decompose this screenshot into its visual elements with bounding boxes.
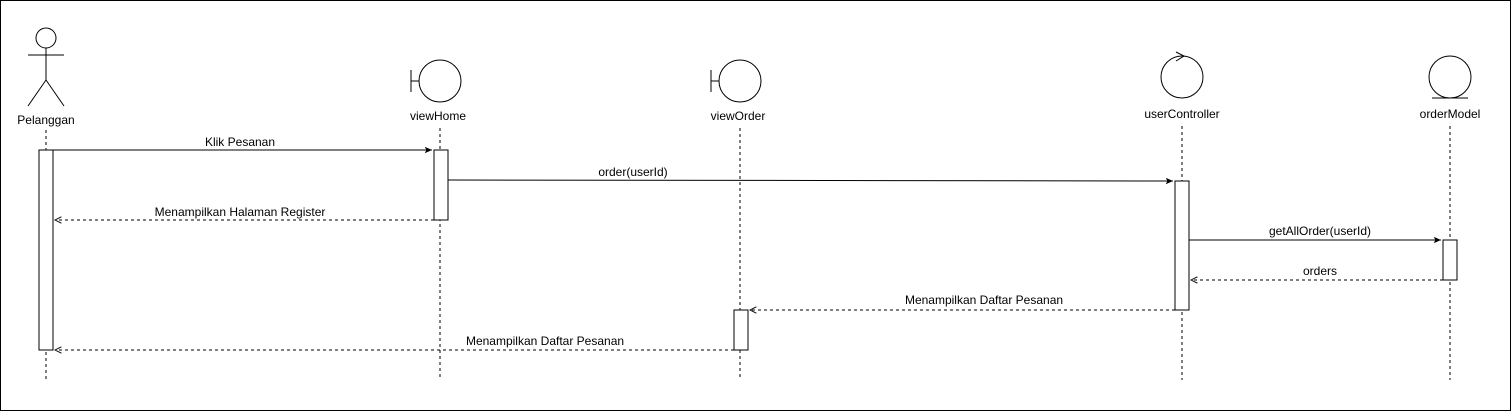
participant-label-vieworder: viewOrder xyxy=(711,109,766,123)
activation-ordermodel xyxy=(1442,239,1458,281)
activation-usercontroller xyxy=(1174,180,1190,311)
usercontroller-control-icon xyxy=(1160,51,1204,99)
vieworder-boundary-icon xyxy=(710,59,762,103)
activation-vieworder xyxy=(733,309,749,351)
participant-label-viewhome: viewHome xyxy=(410,109,466,123)
pelanggan-actor-icon xyxy=(27,27,65,107)
message-label-order-userid: order(userId) xyxy=(598,165,667,179)
participant-label-usercontroller: userController xyxy=(1144,107,1219,121)
participant-label-pelanggan: Pelanggan xyxy=(17,113,74,127)
message-label-menampilkan-halaman-register: Menampilkan Halaman Register xyxy=(155,205,326,219)
message-label-menampilkan-daftar-pesanan-2: Menampilkan Daftar Pesanan xyxy=(466,334,624,348)
message-label-menampilkan-daftar-pesanan-1: Menampilkan Daftar Pesanan xyxy=(905,293,1063,307)
ordermodel-entity-icon xyxy=(1428,55,1472,99)
message-label-klik-pesanan: Klik Pesanan xyxy=(205,135,275,149)
message-arrow-order-userid xyxy=(447,177,1174,185)
message-label-orders: orders xyxy=(1303,264,1337,278)
message-label-getallorder: getAllOrder(userId) xyxy=(1269,224,1371,238)
viewhome-boundary-icon xyxy=(410,59,462,103)
activation-viewhome xyxy=(433,149,449,221)
activation-pelanggan xyxy=(38,149,54,351)
participant-label-ordermodel: orderModel xyxy=(1420,107,1481,121)
